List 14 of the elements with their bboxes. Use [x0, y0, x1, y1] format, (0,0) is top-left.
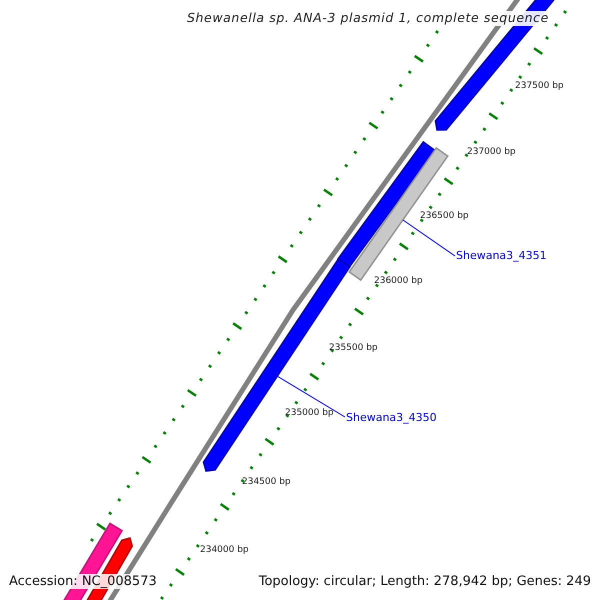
- gene-label: Shewana3_4350: [346, 412, 437, 423]
- summary-text: Topology: circular; Length: 278,942 bp; Genes: 249: [256, 574, 593, 589]
- tick-label: 236000 bp: [374, 277, 423, 286]
- accession-text: Accession: NC_008573: [7, 574, 159, 589]
- tick-label: 236500 bp: [420, 212, 469, 221]
- leader-line: [402, 220, 456, 256]
- tick-label: 237000 bp: [467, 148, 516, 157]
- tick-label: 235000 bp: [285, 409, 334, 418]
- tick-label: 235500 bp: [329, 344, 378, 353]
- tick-label: 237500 bp: [515, 82, 564, 91]
- tick-label: 234000 bp: [200, 546, 249, 555]
- gene-label: Shewana3_4351: [456, 250, 547, 261]
- title: Shewanella sp. ANA-3 plasmid 1, complete sequence: [185, 11, 551, 26]
- leader-line: [276, 376, 346, 418]
